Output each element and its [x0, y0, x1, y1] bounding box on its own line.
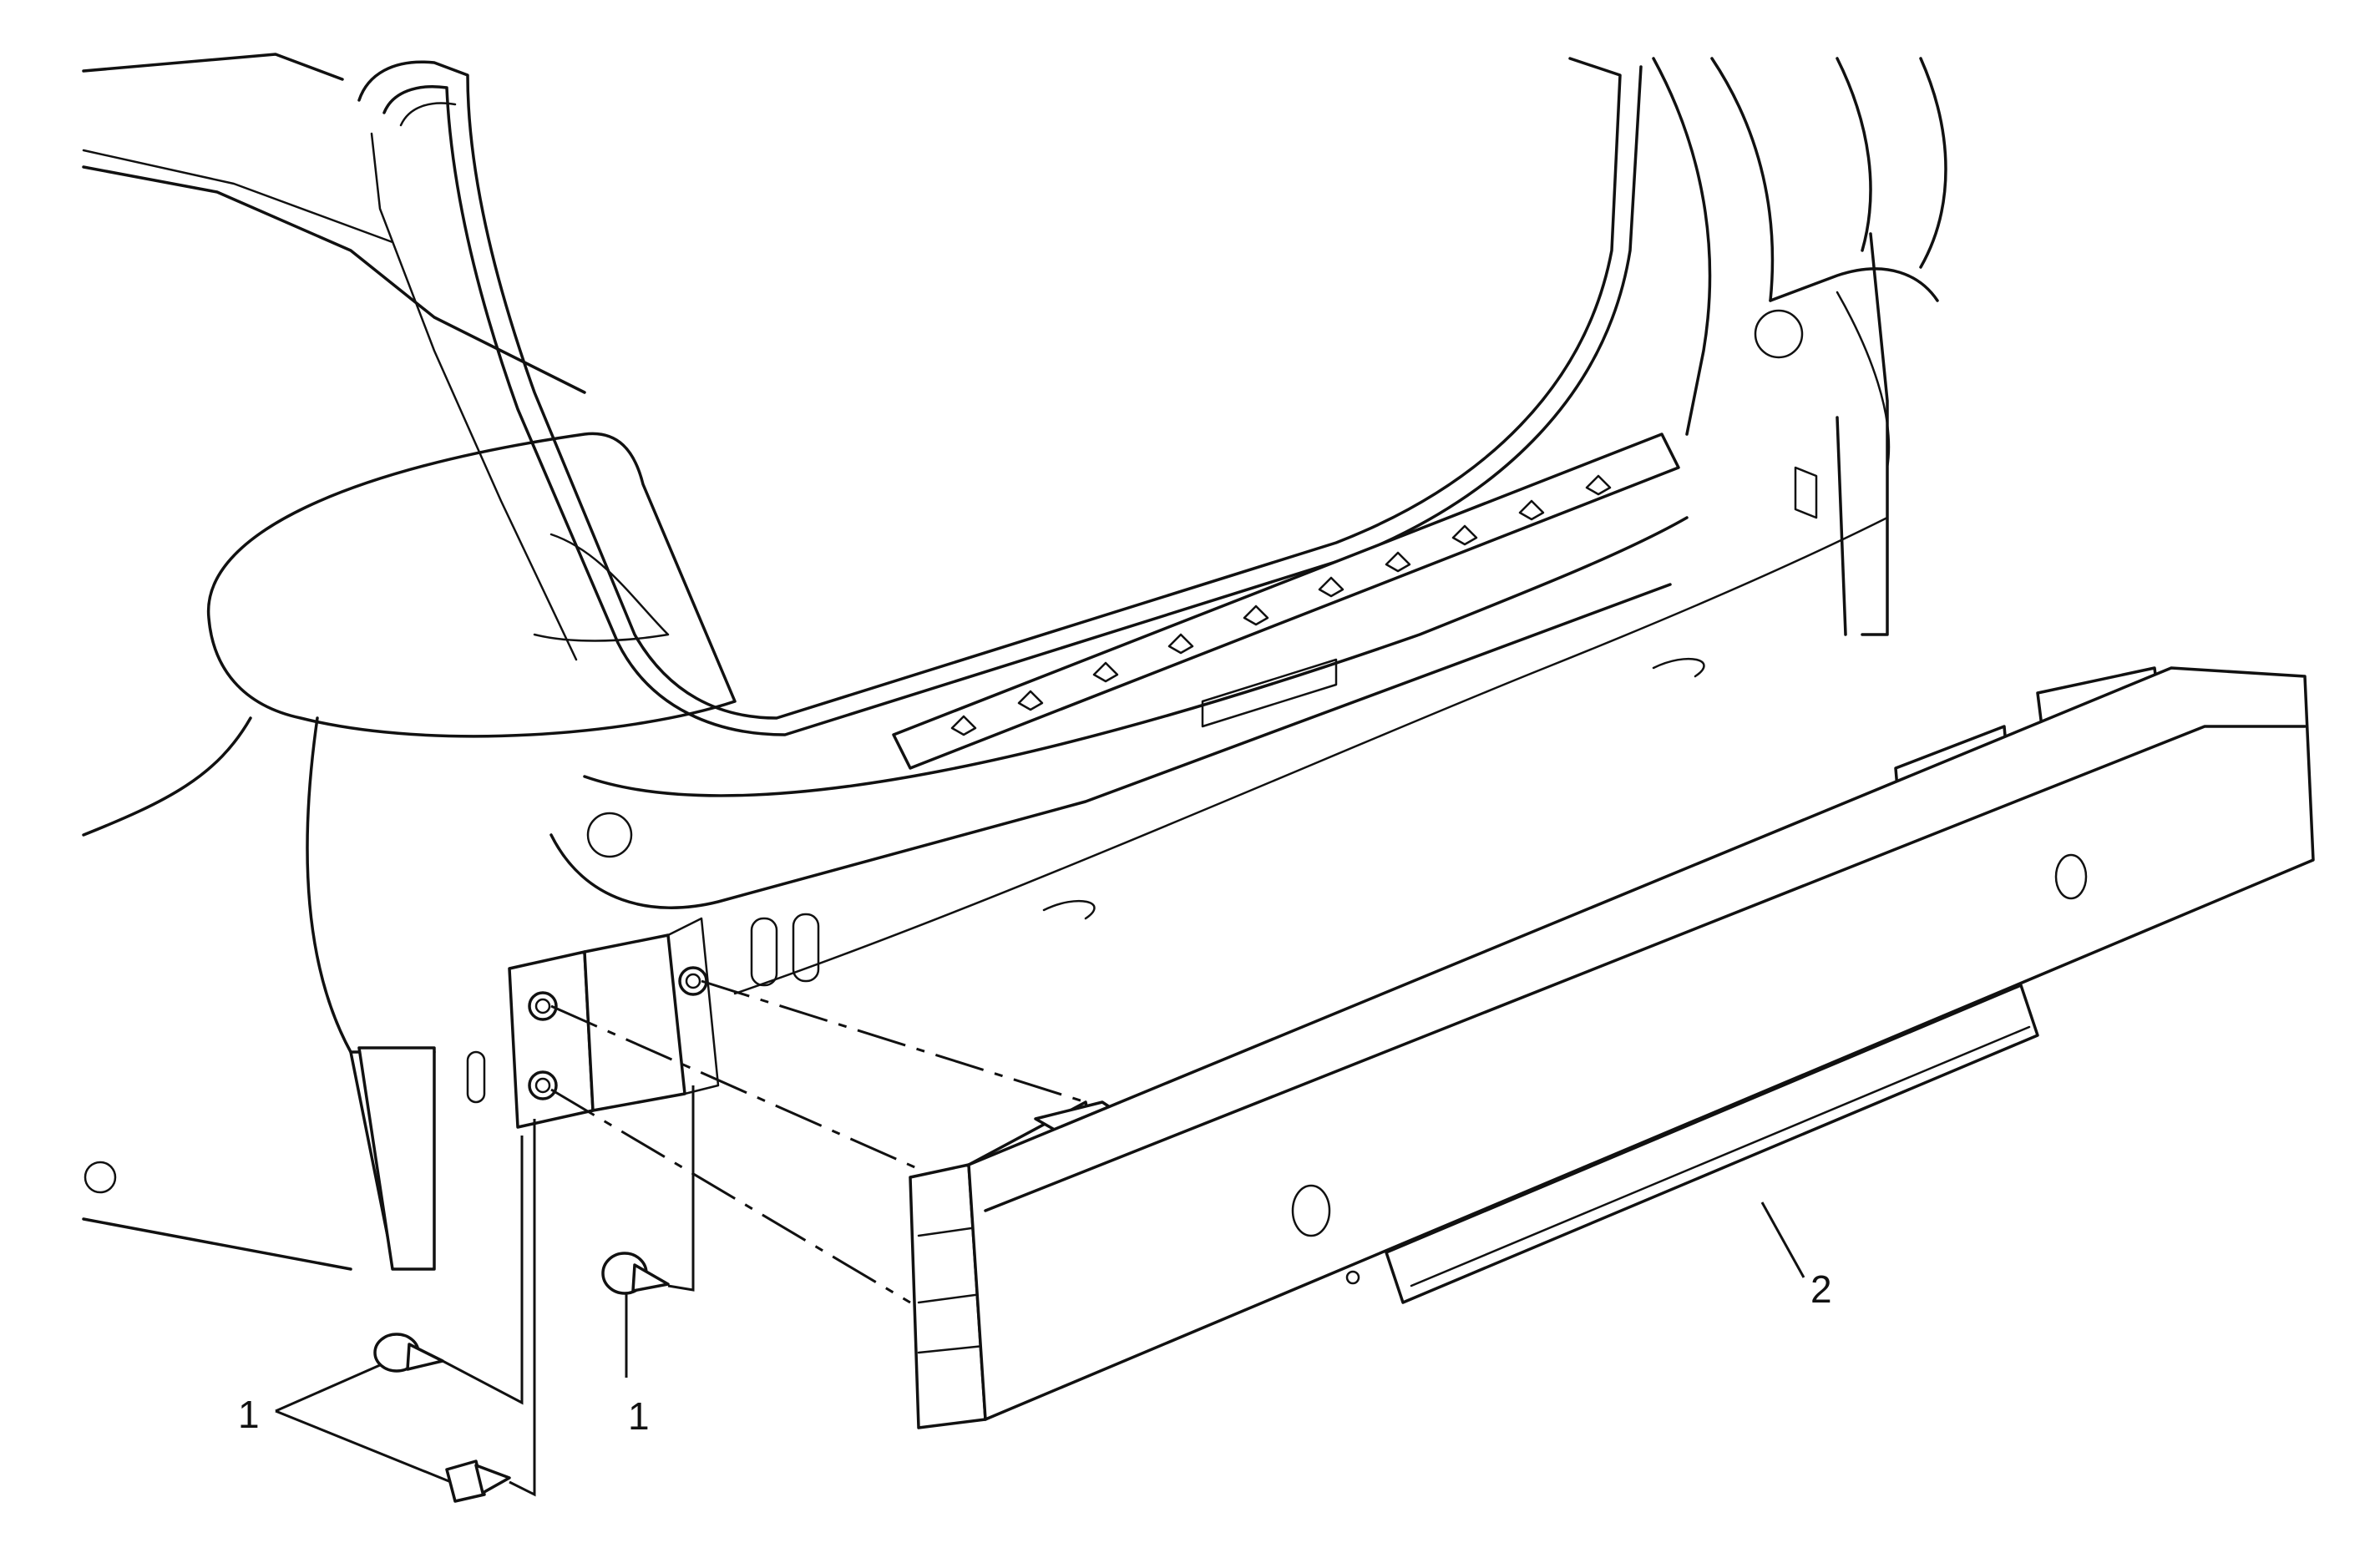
- alignment-lines: [550, 979, 1086, 1304]
- end-panel-clips: [950, 474, 1612, 736]
- vehicle-rear-body: [82, 53, 1947, 1271]
- fastener-bolt-upper: [373, 1333, 444, 1373]
- callout-1-single: 1: [628, 1394, 650, 1438]
- fastener-bolt-single: [601, 1252, 670, 1295]
- leader-lines: [275, 1085, 1805, 1497]
- rear-bumper-impact-bar: [909, 666, 2315, 1429]
- callout-1-pair: 1: [238, 1393, 260, 1436]
- callout-2-impact-bar: 2: [1810, 1267, 1832, 1311]
- rail-bolt-holes: [528, 966, 708, 1100]
- fastener-bolt-lower: [445, 1459, 511, 1503]
